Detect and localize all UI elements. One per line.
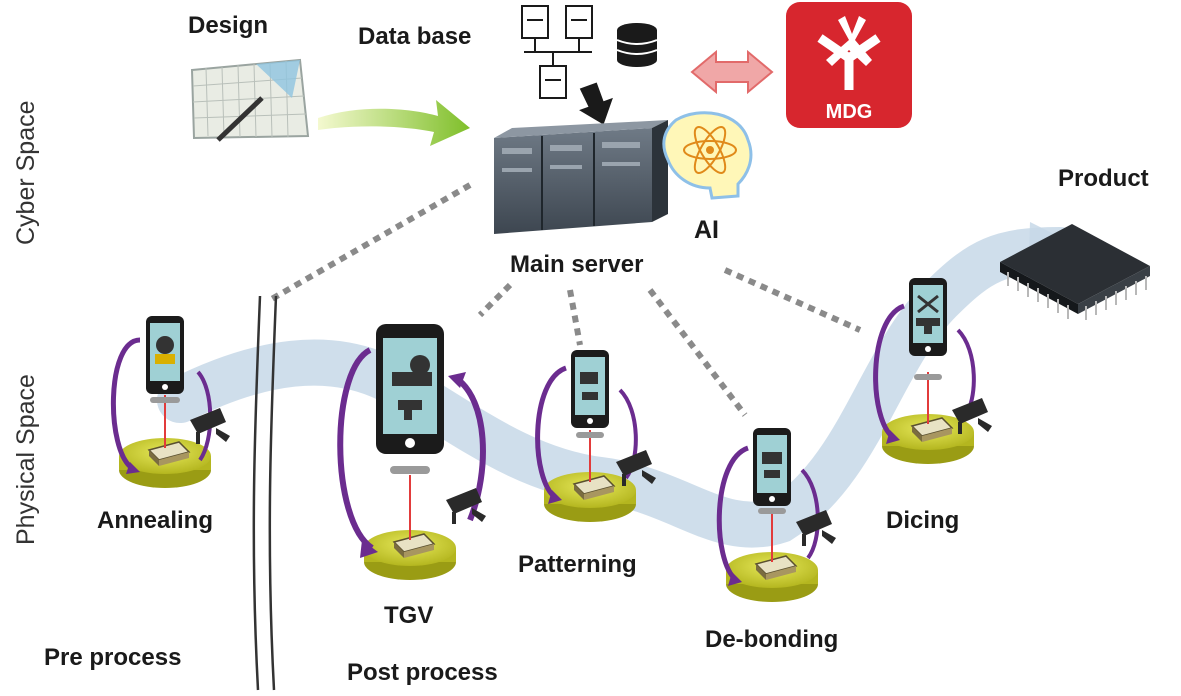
process-divider [252,295,262,691]
server-links [268,182,862,417]
database-label: Data base [358,23,471,50]
patterning-label: Patterning [518,551,637,578]
main-server-label: Main server [510,251,643,278]
product-label: Product [1058,165,1149,192]
database-down-arrow [579,82,613,125]
pre-process-label: Pre process [44,644,181,671]
process-divider-2 [268,295,278,691]
annealing-station [111,316,230,489]
annealing-label: Annealing [97,507,213,534]
mdg-logo: MDG [786,2,912,128]
design-blueprint-icon [190,58,310,142]
debonding-label: De-bonding [705,626,838,653]
cyber-space-label: Cyber Space [12,100,40,245]
database-servers-icon [521,5,593,99]
post-process-label: Post process [347,659,498,686]
mdg-text: MDG [826,101,873,123]
dicing-label: Dicing [886,507,959,534]
tgv-label: TGV [384,602,433,629]
debonding-station [716,428,836,603]
database-cylinder-icon [616,23,658,67]
tgv-station [337,324,486,581]
ai-brain-icon [662,111,753,200]
design-to-server-arrow [318,100,470,146]
patterning-station [535,350,656,523]
physical-space-label: Physical Space [12,374,40,545]
product-chip-icon [1000,224,1150,320]
ai-label: AI [694,216,719,244]
main-server-icon [494,120,668,234]
dicing-station [873,278,992,465]
design-label: Design [188,12,268,39]
mdg-exchange-arrow [690,49,774,95]
